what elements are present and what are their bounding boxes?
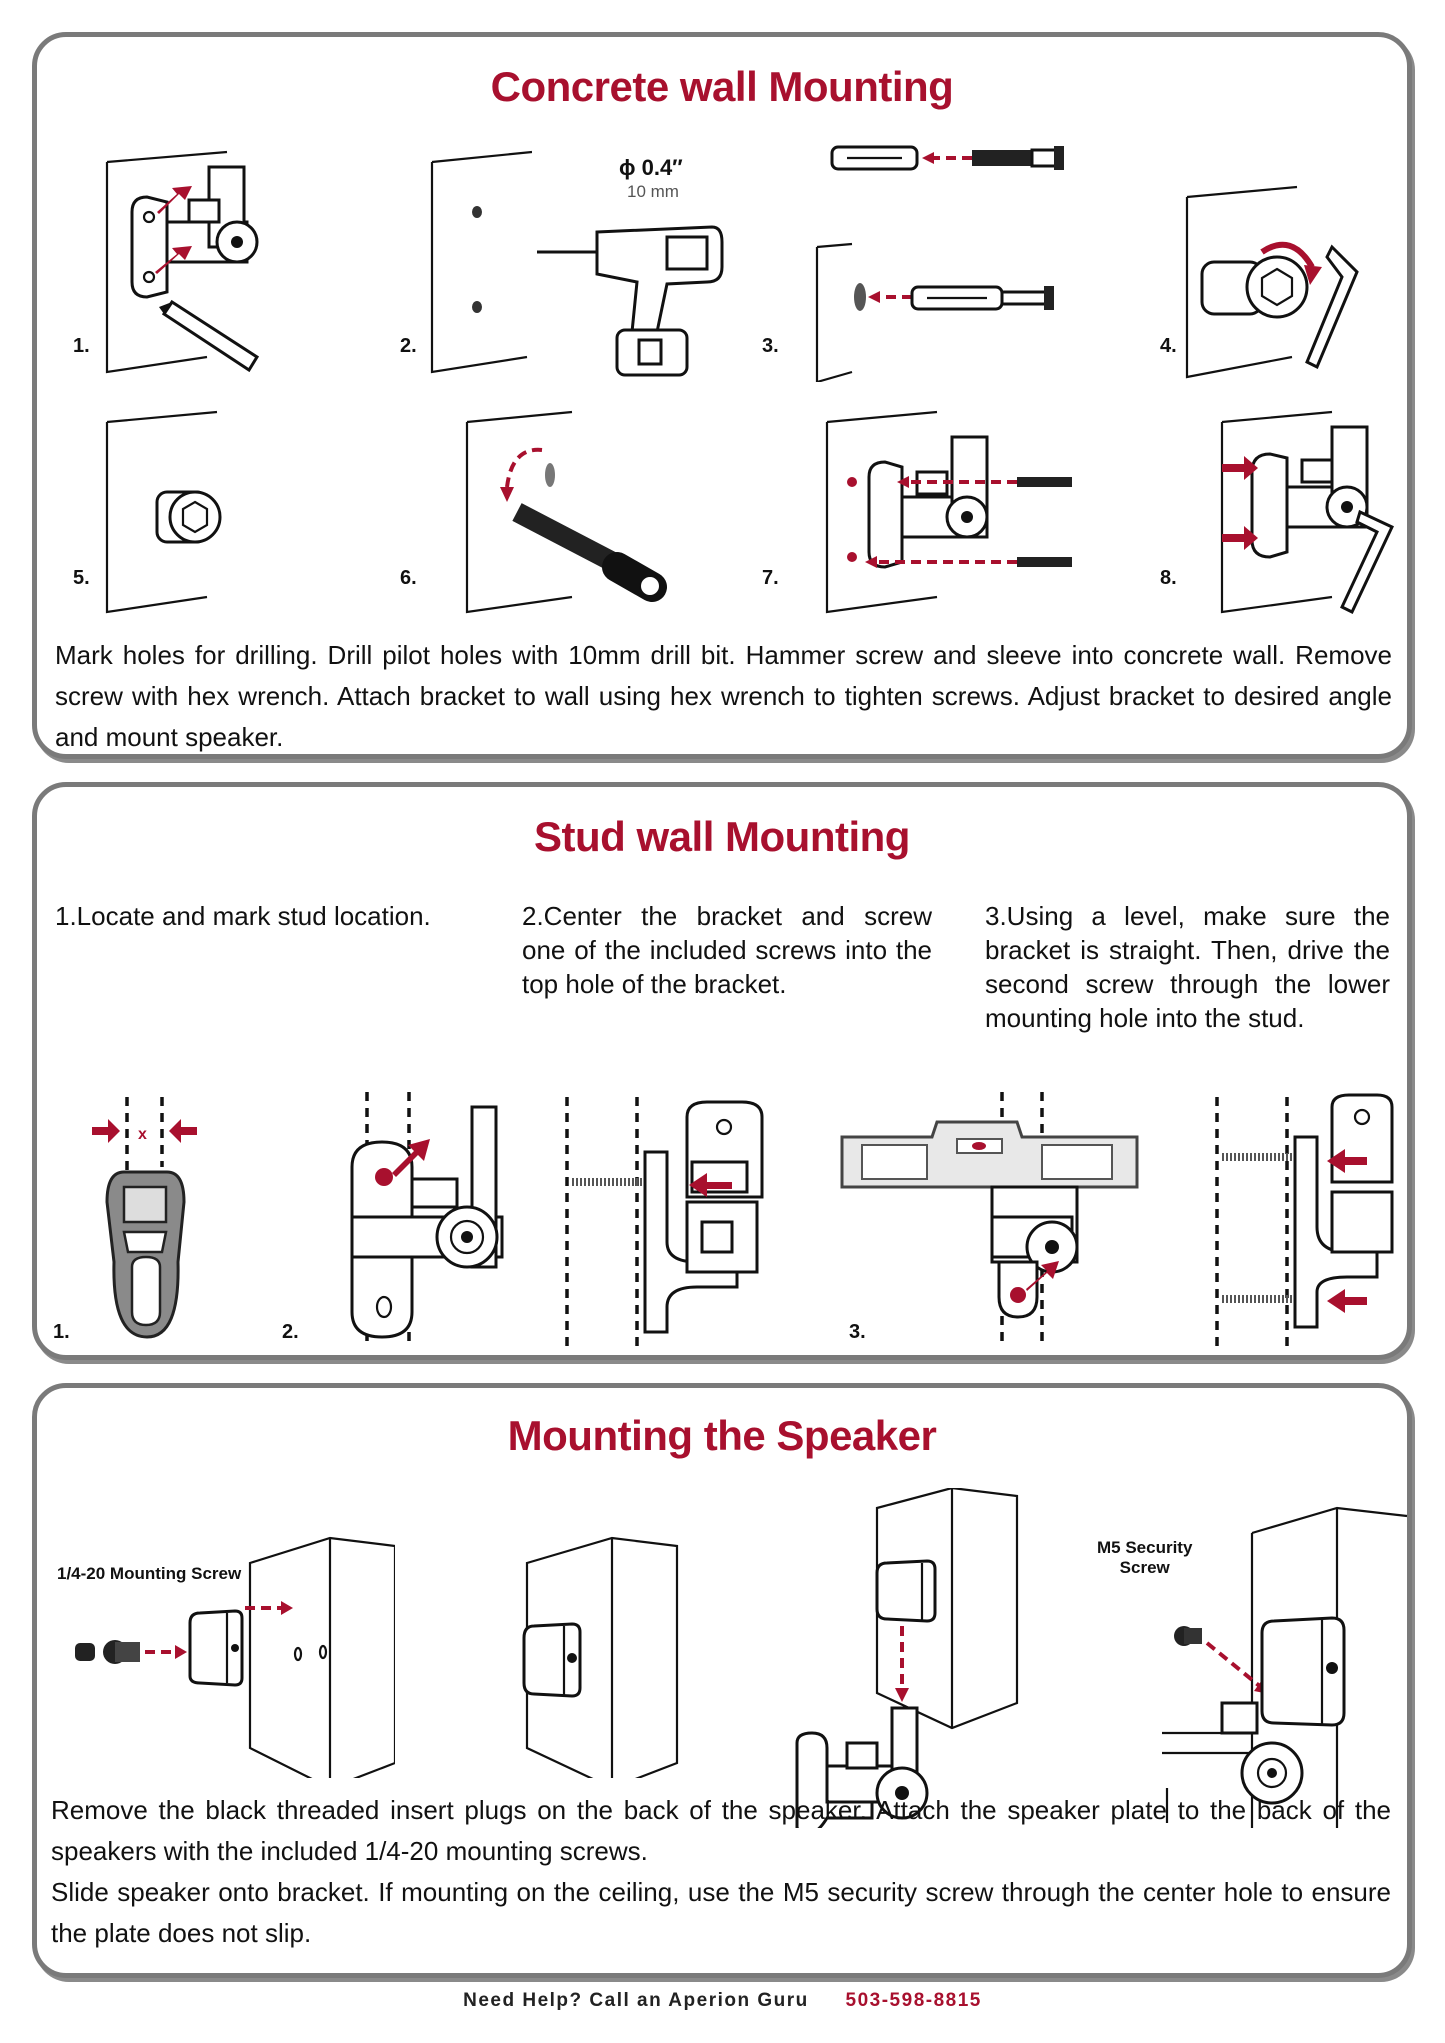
drill-size-inch: ϕ 0.4″	[619, 155, 683, 180]
screw-top-hole-illustration	[565, 1097, 764, 1347]
concrete-title: Concrete wall Mounting	[490, 63, 954, 110]
stud-step-2-text: 2.Center the bracket and screw one of th…	[522, 901, 932, 999]
attach-plate-illustration	[75, 1536, 395, 1778]
footer: Need Help? Call an Aperion Guru 503-598-…	[0, 1990, 1445, 2012]
stud-step-label-2: 2.	[282, 1321, 299, 1343]
security-screw-illustration	[1162, 1506, 1408, 1828]
security-screw-callout-line1: M5 Security	[1097, 1538, 1193, 1557]
stud-finder-illustration: x	[92, 1097, 197, 1339]
step-label-3: 3.	[762, 335, 779, 357]
help-text: Need Help? Call an Aperion Guru	[463, 1990, 809, 2011]
center-bracket-illustration	[350, 1092, 504, 1342]
drill-size-mm: 10 mm	[627, 182, 679, 201]
removed-screw-illustration	[465, 410, 667, 614]
stud-step-label-1: 1.	[53, 1321, 70, 1343]
tighten-bracket-illustration	[1220, 410, 1394, 615]
concrete-wall-panel: Concrete wall Mounting 1. 2. ϕ 0.4″ 10 m…	[32, 32, 1412, 759]
stud-width-marker: x	[138, 1126, 147, 1143]
mounting-speaker-panel: Mounting the Speaker 1/4-20 Mounting Scr…	[32, 1383, 1412, 1978]
step-label-2: 2.	[400, 335, 417, 357]
stud-wall-panel: Stud wall Mounting 1.Locate and mark stu…	[32, 782, 1412, 1360]
stud-step-1-text: 1.Locate and mark stud location.	[55, 901, 431, 931]
speaker-title: Mounting the Speaker	[507, 1412, 937, 1459]
anchor-in-wall-illustration	[105, 410, 222, 614]
second-screw-illustration	[1215, 1093, 1394, 1347]
stud-step-label-3: 3.	[849, 1321, 866, 1343]
mounting-screw-callout: 1/4-20 Mounting Screw	[57, 1564, 242, 1583]
step-label-4: 4.	[1160, 335, 1177, 357]
remove-screw-illustration	[1185, 185, 1359, 379]
security-screw-callout: M5 Security Screw	[1097, 1538, 1192, 1578]
plate-attached-illustration	[522, 1536, 679, 1778]
drill-icon	[537, 225, 724, 377]
slide-onto-bracket-illustration	[795, 1488, 1019, 1828]
speaker-instructions-2: Slide speaker onto bracket. If mounting …	[51, 1877, 1391, 1948]
speaker-instructions-1: Remove the black threaded insert plugs o…	[51, 1795, 1391, 1866]
wall-with-holes-illustration	[430, 150, 532, 374]
mark-holes-illustration	[105, 150, 260, 374]
step-label-5: 5.	[73, 567, 90, 589]
step-label-1: 1.	[73, 335, 90, 357]
attach-bracket-illustration	[825, 410, 1072, 614]
sleeve-insert-illustration	[815, 145, 1064, 382]
step-label-7: 7.	[762, 567, 779, 589]
concrete-instructions: Mark holes for drilling. Drill pilot hol…	[55, 640, 1392, 752]
step-label-6: 6.	[400, 567, 417, 589]
stud-title: Stud wall Mounting	[534, 813, 910, 860]
stud-step-3-text: 3.Using a level, make sure the bracket i…	[985, 901, 1390, 1033]
step-label-8: 8.	[1160, 567, 1177, 589]
support-phone-number[interactable]: 503-598-8815	[845, 1990, 982, 2011]
level-bracket-illustration	[840, 1092, 1139, 1342]
security-screw-callout-line2: Screw	[1119, 1558, 1170, 1577]
